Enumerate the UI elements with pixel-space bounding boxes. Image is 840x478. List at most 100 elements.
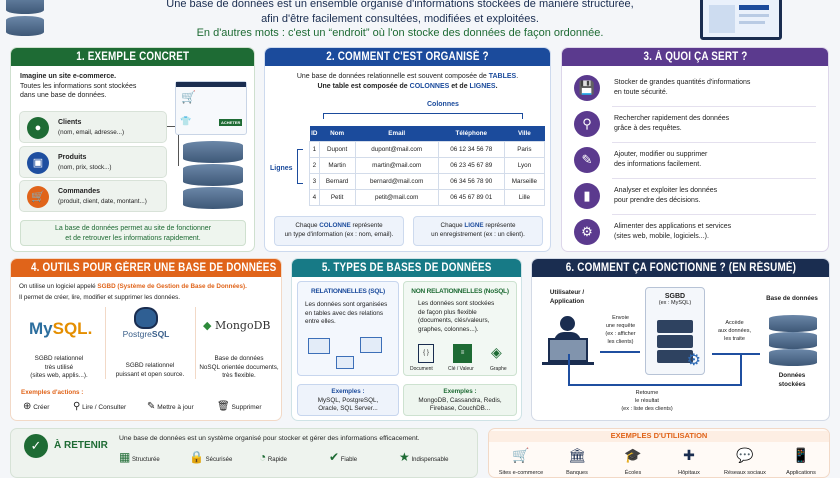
- note-text: Chaque: [440, 222, 465, 229]
- section-title: 4. OUTILS POUR GÉRER UNE BASE DE DONNÉES: [30, 262, 277, 274]
- mysql-logo: MySQL.: [29, 319, 93, 338]
- actions-title: Exemples d'actions :: [21, 389, 84, 396]
- header-line3: En d'autres mots : c'est un “endroit” où…: [196, 27, 604, 39]
- table-cell: Bernard: [318, 172, 356, 190]
- section-usage: 3. À QUOI ÇA SERT ? 💾Stocker de grandes …: [561, 47, 829, 252]
- action-read: ⚲ Lire / Consulter: [73, 401, 127, 412]
- return-arrow: [568, 354, 742, 386]
- sql-box: RELATIONNELLES (SQL) Les données sont or…: [297, 281, 399, 376]
- rows-bracket: [297, 149, 303, 184]
- document-icon: { }: [418, 344, 434, 363]
- action-delete: 🗑 Supprimer: [217, 401, 262, 412]
- intro: Imagine un site e-commerce.: [20, 73, 117, 80]
- header-line1: Une base de données est un ensemble orga…: [166, 0, 634, 10]
- sgbd-box: SGBD (ex : MySQL) ⚙: [645, 287, 705, 375]
- note-column: Chaque COLONNE représente un type d'info…: [274, 216, 404, 246]
- list-item-produits: ▣ Produits (nom, prix, stock...): [19, 146, 167, 178]
- note-row: Chaque LIGNE représente un enregistremen…: [413, 216, 543, 246]
- section-title: 3. À QUOI ÇA SERT ?: [642, 51, 748, 63]
- usage-title: EXEMPLES D'UTILISATION: [489, 431, 829, 442]
- header-line2: afin d'être facilement consultées, modif…: [261, 12, 539, 25]
- shield-check-icon: ✔: [329, 450, 340, 464]
- usage-item: Sites e-commerce: [498, 470, 544, 476]
- list-item-commandes: 🛒 Commandes (produit, client, date, mont…: [19, 180, 167, 212]
- section-types: 5. TYPES DE BASES DE DONNÉES RELATIONNEL…: [291, 258, 522, 421]
- intro: Il permet de créer, lire, modifier et su…: [19, 294, 180, 301]
- mongodb-logo: ◆ MongoDB: [203, 319, 271, 332]
- usage-item: Réseaux sociaux: [724, 470, 766, 476]
- sql-examples: Exemples :MySQL, PostgreSQL,Oracle, SQL …: [297, 384, 399, 416]
- table-cell: bernard@mail.com: [354, 172, 439, 190]
- section-header: 5. TYPES DE BASES DE DONNÉES: [292, 259, 521, 277]
- table-cell: dupont@mail.com: [354, 140, 439, 158]
- section-header: 4. OUTILS POUR GÉRER UNE BASE DE DONNÉES: [11, 259, 281, 277]
- note-text: représente: [483, 222, 516, 229]
- table-cell: 06 23 45 67 89: [437, 156, 505, 174]
- search-icon: ⚲: [73, 401, 81, 412]
- columns-label: Colonnes: [427, 101, 459, 108]
- shirt-icon: 👕: [180, 116, 192, 126]
- note-text: Chaque: [295, 222, 320, 229]
- table-cell: 4: [309, 188, 320, 206]
- takeaway-title: À RETENIR: [54, 440, 108, 451]
- intro: et de: [449, 82, 470, 90]
- sql-title: RELATIONNELLES (SQL): [311, 288, 385, 295]
- type-label: Graphe: [490, 366, 507, 372]
- graph-icon: ◈: [491, 344, 502, 360]
- list-item: Stocker de grandes quantités d'informati…: [614, 79, 751, 96]
- table-cell: Martin: [318, 156, 356, 174]
- columns-bracket: [323, 113, 523, 119]
- table-cell: Paris: [503, 140, 546, 158]
- type-label: Clé / Valeur: [448, 366, 474, 372]
- table-cell: Dupont: [318, 140, 356, 158]
- buy-button[interactable]: ACHETER: [219, 119, 243, 126]
- section-header: 6. COMMENT ÇA FONCTIONNE ? (EN RÉSUMÉ): [532, 259, 829, 277]
- intro: Une table est composée de: [317, 82, 410, 90]
- table-cell: 2: [309, 156, 320, 174]
- intro: .: [495, 82, 498, 90]
- item-label: Commandes: [58, 188, 101, 195]
- intro: Toutes les informations sont stockées: [20, 82, 137, 90]
- item-detail: (nom, email, adresse...): [58, 129, 125, 136]
- column-header: Téléphone: [438, 126, 505, 141]
- user-icon: ●: [27, 117, 49, 139]
- note-line: et de retrouver les informations rapidem…: [65, 234, 201, 242]
- section-title: 1. EXEMPLE CONCRET: [75, 51, 190, 63]
- chat-icon: 💬: [736, 447, 754, 463]
- bank-icon: 🏛: [568, 447, 586, 463]
- cart-icon: 🛒: [512, 447, 530, 463]
- section-how-it-works: 6. COMMENT ÇA FONCTIONNE ? (EN RÉSUMÉ) U…: [531, 258, 830, 421]
- keyword: COLONNE: [319, 222, 351, 229]
- key-value-icon: ≡: [453, 344, 472, 363]
- intro: .: [516, 73, 519, 80]
- check-icon: ✓: [24, 434, 48, 458]
- trash-icon: 🗑: [217, 401, 230, 412]
- table-cell: Lille: [503, 188, 546, 206]
- action-create: ⊕ Créer: [23, 401, 50, 412]
- item-label: Clients: [58, 119, 82, 126]
- pencil-icon: ✎: [147, 401, 156, 412]
- section-title: 5. TYPES DE BASES DE DONNÉES: [321, 262, 492, 274]
- table-cell: Lyon: [503, 156, 546, 174]
- table-cell: 3: [309, 172, 320, 190]
- usage-item: Hôpitaux: [678, 470, 700, 476]
- usage-item: Banques: [566, 470, 588, 476]
- pencil-icon: ✎: [574, 147, 600, 173]
- star-icon: ★: [399, 450, 410, 464]
- section-header: 3. À QUOI ÇA SERT ?: [562, 48, 828, 66]
- cart-icon: 🛒: [181, 90, 196, 104]
- usage-item: Écoles: [624, 470, 642, 476]
- table-cell: martin@mail.com: [354, 156, 439, 174]
- tag-item: ★ Indispensable: [399, 450, 449, 464]
- database-icon: [183, 141, 243, 209]
- tag-item: 🔒 Sécurisée: [189, 450, 233, 464]
- section-organisation: 2. COMMENT C'EST ORGANISÉ ? Une base de …: [264, 47, 551, 252]
- keyword: COLONNES: [409, 82, 450, 90]
- intro: Une base de données relationnelle est so…: [296, 73, 489, 80]
